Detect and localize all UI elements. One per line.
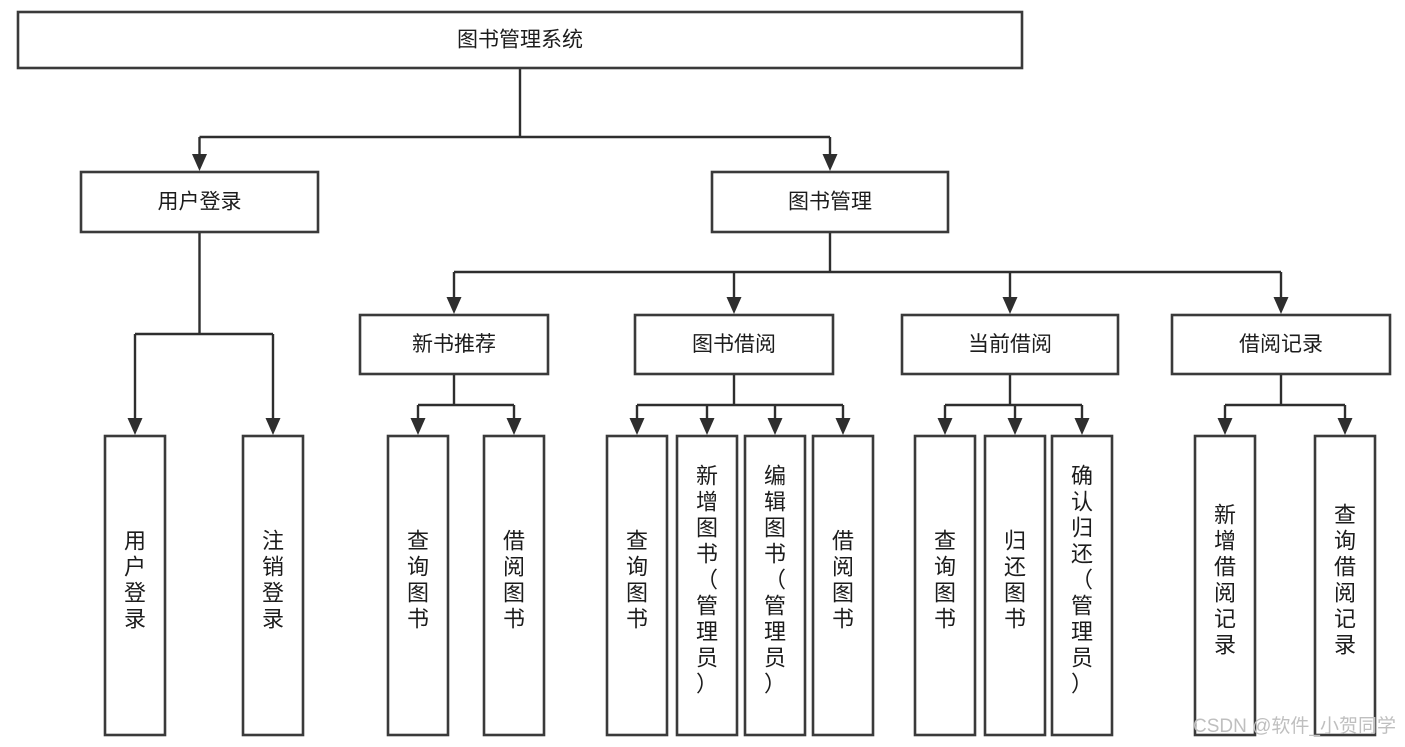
node-label-leaf-query-book-recommend: 查询图书	[407, 529, 429, 632]
node-leaf-borrow-book[interactable]: 借阅图书	[811, 434, 875, 737]
node-box-leaf-borrow-book[interactable]	[811, 434, 875, 737]
node-label-leaf-return-book: 归还图书	[1004, 529, 1026, 632]
node-label-leaf-edit-book: 编辑图书（管理员）	[764, 464, 786, 697]
node-label-root: 图书管理系统	[457, 29, 583, 52]
node-box-book-management[interactable]	[710, 170, 950, 234]
node-label-borrow-records: 借阅记录	[1239, 333, 1323, 356]
node-label-leaf-confirm-return: 确认归还（管理员）	[1071, 464, 1093, 697]
node-label-leaf-user-login: 用户登录	[124, 529, 146, 632]
node-box-leaf-return-book[interactable]	[983, 434, 1047, 737]
node-current-borrow[interactable]: 当前借阅	[900, 313, 1120, 376]
node-layer: 图书管理系统用户登录图书管理新书推荐图书借阅当前借阅借阅记录用户登录注销登录查询…	[16, 10, 1392, 737]
node-leaf-return-book[interactable]: 归还图书	[983, 434, 1047, 737]
node-box-leaf-query-book-current[interactable]	[913, 434, 977, 737]
node-borrow-records[interactable]: 借阅记录	[1170, 313, 1392, 376]
node-box-user-login[interactable]	[79, 170, 320, 234]
node-leaf-add-book[interactable]: 新增图书（管理员）	[675, 434, 739, 737]
node-box-leaf-add-book[interactable]	[675, 434, 739, 737]
node-leaf-query-book-current[interactable]: 查询图书	[913, 434, 977, 737]
csdn-watermark: CSDN @软件_小贺同学	[1193, 715, 1396, 737]
node-box-leaf-logout[interactable]	[241, 434, 305, 737]
edge-root-to-level1	[192, 68, 838, 171]
edge-booksys-to-level2	[446, 232, 1289, 314]
node-box-borrow-records[interactable]	[1170, 313, 1392, 376]
node-leaf-borrow-book-recommend[interactable]: 借阅图书	[482, 434, 546, 737]
node-label-leaf-add-book: 新增图书（管理员）	[696, 464, 718, 697]
edge-records-to-leaves	[1217, 374, 1353, 435]
node-box-leaf-add-borrow-record[interactable]	[1193, 434, 1257, 737]
edge-borrow-to-leaves	[629, 374, 851, 435]
node-box-leaf-query-borrow-record[interactable]	[1313, 434, 1377, 737]
node-leaf-edit-book[interactable]: 编辑图书（管理员）	[743, 434, 807, 737]
node-box-leaf-borrow-book-recommend[interactable]	[482, 434, 546, 737]
node-label-new-book-recommend: 新书推荐	[412, 333, 496, 356]
node-box-leaf-edit-book[interactable]	[743, 434, 807, 737]
node-label-user-login: 用户登录	[158, 191, 242, 214]
node-label-leaf-logout: 注销登录	[262, 529, 284, 632]
node-box-root[interactable]	[16, 10, 1024, 70]
node-leaf-confirm-return[interactable]: 确认归还（管理员）	[1050, 434, 1114, 737]
edge-recommend-to-leaves	[410, 374, 522, 435]
node-label-leaf-query-book-borrow: 查询图书	[626, 529, 648, 632]
node-root[interactable]: 图书管理系统	[16, 10, 1024, 70]
node-box-leaf-confirm-return[interactable]	[1050, 434, 1114, 737]
node-box-book-borrow[interactable]	[633, 313, 835, 376]
node-leaf-query-book-recommend[interactable]: 查询图书	[386, 434, 450, 737]
node-user-login[interactable]: 用户登录	[79, 170, 320, 234]
connector-layer	[127, 68, 1353, 435]
node-box-leaf-user-login[interactable]	[103, 434, 167, 737]
node-book-management[interactable]: 图书管理	[710, 170, 950, 234]
edge-userlogin-to-leaves	[127, 232, 281, 435]
node-box-new-book-recommend[interactable]	[358, 313, 550, 376]
node-leaf-user-login[interactable]: 用户登录	[103, 434, 167, 737]
node-label-leaf-borrow-book: 借阅图书	[832, 529, 854, 632]
edge-current-to-leaves	[937, 374, 1090, 435]
node-new-book-recommend[interactable]: 新书推荐	[358, 313, 550, 376]
node-label-leaf-query-book-current: 查询图书	[934, 529, 956, 632]
node-leaf-query-borrow-record[interactable]: 查询借阅记录	[1313, 434, 1377, 737]
node-box-leaf-query-book-borrow[interactable]	[605, 434, 669, 737]
node-book-borrow[interactable]: 图书借阅	[633, 313, 835, 376]
node-leaf-query-book-borrow[interactable]: 查询图书	[605, 434, 669, 737]
node-label-book-management: 图书管理	[788, 191, 872, 214]
node-box-current-borrow[interactable]	[900, 313, 1120, 376]
node-leaf-add-borrow-record[interactable]: 新增借阅记录	[1193, 434, 1257, 737]
node-box-leaf-query-book-recommend[interactable]	[386, 434, 450, 737]
node-label-book-borrow: 图书借阅	[692, 333, 776, 356]
node-label-leaf-borrow-book-recommend: 借阅图书	[503, 529, 525, 632]
node-label-current-borrow: 当前借阅	[968, 333, 1052, 356]
node-label-leaf-add-borrow-record: 新增借阅记录	[1214, 503, 1236, 658]
node-label-leaf-query-borrow-record: 查询借阅记录	[1334, 503, 1356, 658]
node-leaf-logout[interactable]: 注销登录	[241, 434, 305, 737]
